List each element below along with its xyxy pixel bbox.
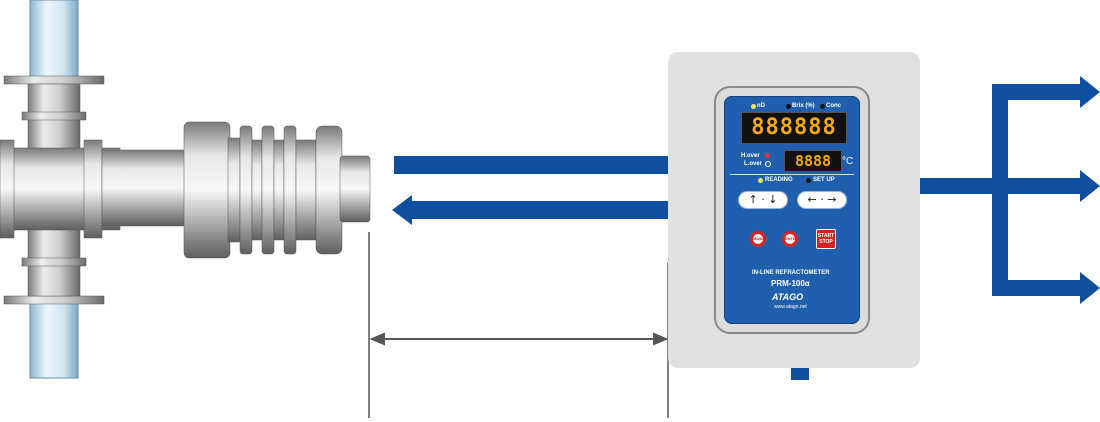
mode-label-nd: nD: [757, 103, 765, 109]
glass-pipe-top: [29, 0, 79, 81]
sensor-cable-gland: [339, 155, 371, 223]
website-label: www.atago.net: [774, 304, 807, 310]
alarm-led-low: [765, 161, 771, 167]
alarm-label-high: H.over: [741, 153, 760, 159]
model-name: PRM-100α: [771, 279, 810, 288]
alarm-label-low: L.over: [744, 161, 763, 167]
sensor-head: [183, 121, 231, 259]
dimension-line: [369, 332, 669, 346]
glass-pipe-bottom: [29, 299, 79, 379]
up-down-button[interactable]: ↑ · ↓: [739, 192, 787, 208]
left-right-button[interactable]: ← · →: [798, 192, 846, 208]
arrow-to-sensor: [392, 195, 696, 225]
mode-led-nd: [751, 104, 756, 109]
sensor-fin: [239, 125, 253, 255]
output-signal-arrows: [904, 76, 1100, 304]
sensor-fin: [283, 125, 297, 255]
sensor-fin: [315, 125, 343, 255]
divider-line: [730, 174, 854, 175]
brand-logo: ATAGO: [772, 292, 804, 302]
state-led-setup: [806, 178, 811, 183]
state-label-reading: READING: [765, 177, 793, 183]
pipe-flange-top: [3, 75, 105, 85]
mode-led-conc: [820, 104, 825, 109]
arrow-to-controller: [394, 150, 696, 180]
mode-led-brix: [786, 104, 791, 109]
start-stop-button[interactable]: START STOP: [816, 229, 836, 249]
enter-button[interactable]: ENTER: [782, 231, 798, 247]
sensor-fin: [261, 125, 275, 255]
pipe-flange-bottom: [3, 295, 105, 305]
temperature-unit: °C: [842, 156, 854, 167]
alarm-led-high: [765, 153, 770, 158]
temperature-display: 8888: [784, 150, 842, 172]
state-led-reading: [758, 178, 763, 183]
mode-button[interactable]: MODE: [750, 231, 766, 247]
mode-label-conc: Conc: [826, 103, 841, 109]
product-name: IN-LINE REFRACTOMETER: [752, 270, 830, 276]
mode-label-brix: Brix (%): [792, 103, 815, 109]
main-value-display: 888888: [741, 112, 847, 144]
state-label-setup: SET UP: [813, 177, 835, 183]
